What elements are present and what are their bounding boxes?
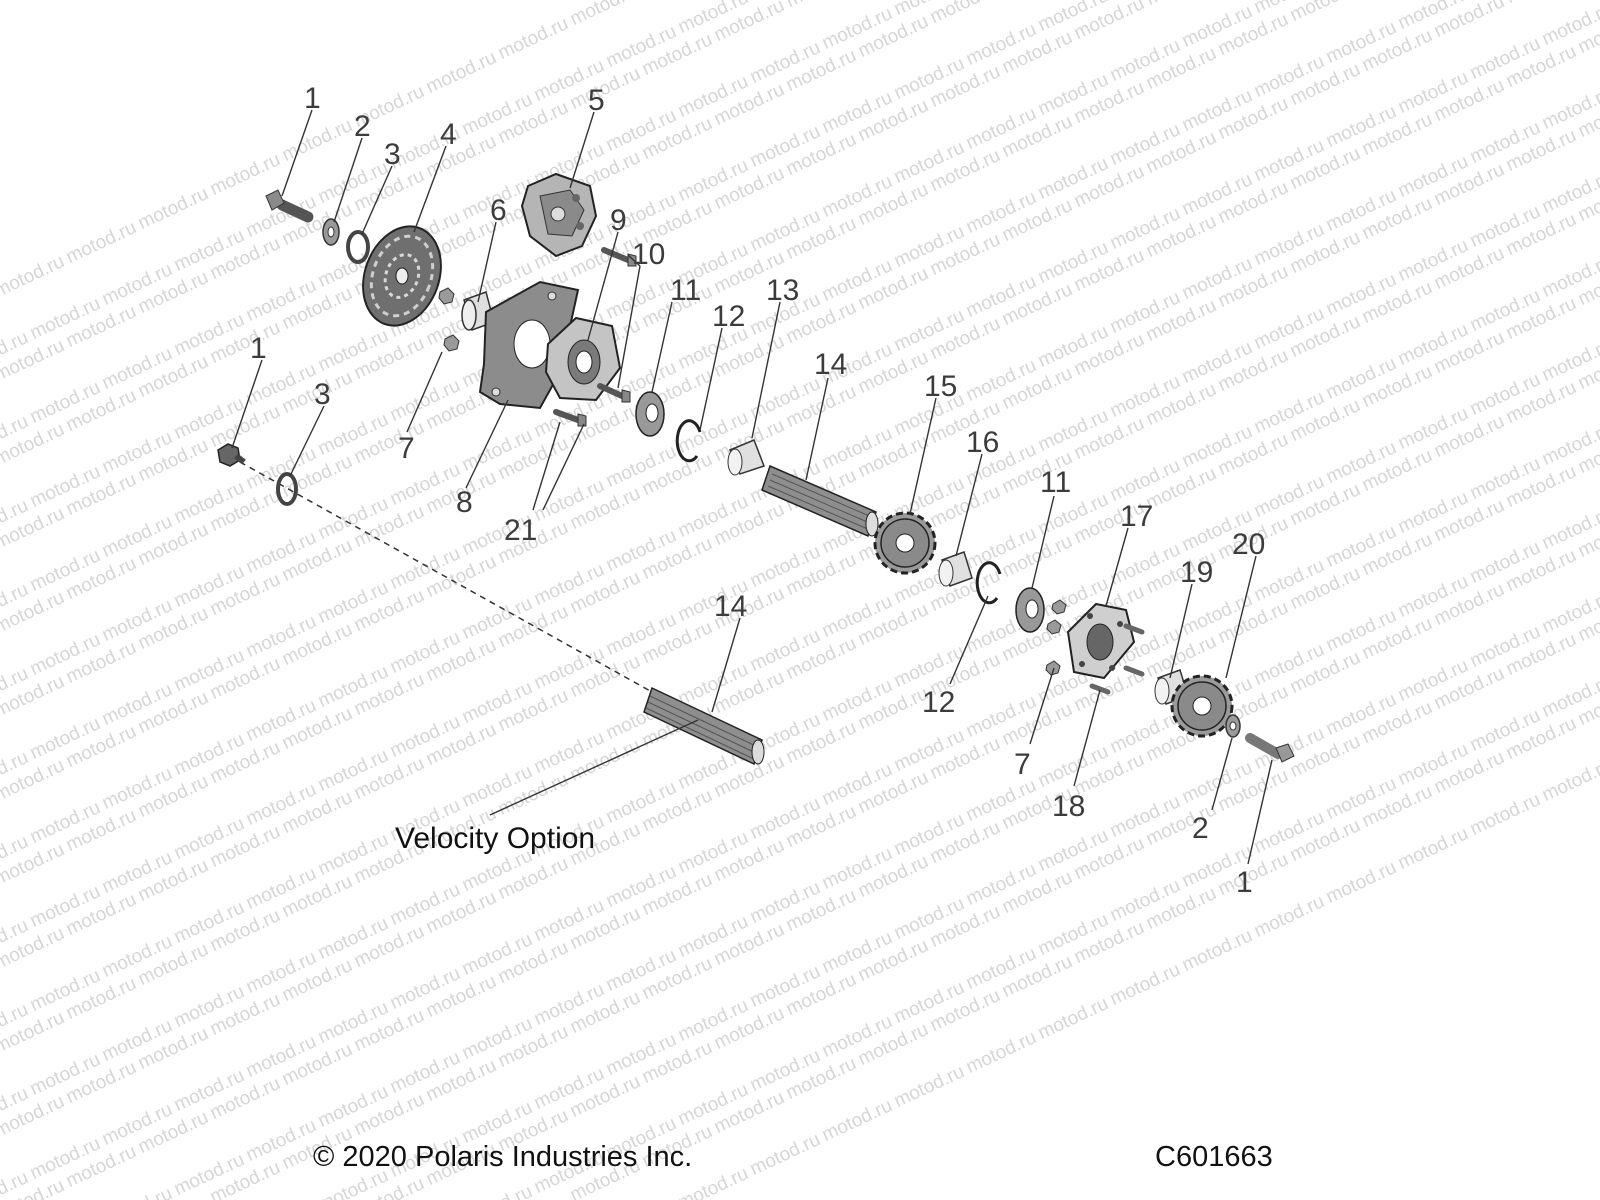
sprocket-icon bbox=[1170, 674, 1234, 738]
callout-11: 11 bbox=[1040, 466, 1071, 499]
callout-14: 14 bbox=[814, 348, 847, 381]
snap-ring-icon bbox=[975, 561, 1002, 605]
snap-ring-icon bbox=[675, 419, 702, 463]
callout-14: 14 bbox=[714, 590, 747, 623]
nut-icon bbox=[1046, 619, 1062, 635]
bearing-icon bbox=[635, 391, 665, 437]
callout-2: 2 bbox=[1192, 812, 1209, 845]
callout-5: 5 bbox=[588, 84, 605, 117]
callout-labels: 1 2 3 4 5 6 9 10 11 12 13 14 1 3 7 8 21 … bbox=[250, 82, 1265, 899]
seal-ring-icon bbox=[276, 472, 298, 506]
bolt-icon bbox=[217, 443, 246, 467]
callout-20: 20 bbox=[1232, 528, 1265, 561]
callout-18: 18 bbox=[1052, 790, 1085, 823]
callout-8: 8 bbox=[456, 486, 473, 519]
bearing-housing-icon bbox=[544, 316, 622, 402]
figure-code: C601663 bbox=[1155, 1141, 1273, 1173]
brake-disc-icon bbox=[362, 225, 442, 327]
bolt-icon bbox=[553, 409, 587, 427]
nut-icon bbox=[1045, 660, 1061, 676]
callout-15: 15 bbox=[924, 370, 957, 403]
nut-icon bbox=[438, 287, 455, 305]
callout-17: 17 bbox=[1120, 500, 1153, 533]
leader-lines bbox=[231, 109, 1273, 865]
seal-ring-icon bbox=[346, 230, 370, 264]
callout-2: 2 bbox=[354, 110, 371, 143]
callout-7: 7 bbox=[398, 432, 415, 465]
callout-10: 10 bbox=[632, 238, 665, 271]
bolt-icon bbox=[1123, 665, 1145, 677]
nut-icon bbox=[443, 334, 460, 352]
callout-3: 3 bbox=[314, 378, 331, 411]
callout-1: 1 bbox=[304, 82, 321, 115]
bolt-icon bbox=[265, 189, 314, 223]
splined-shaft-icon bbox=[761, 464, 879, 538]
splined-shaft-icon bbox=[643, 686, 765, 766]
velocity-option-label: Velocity Option bbox=[395, 822, 596, 855]
alignment-dashed-line bbox=[239, 461, 653, 693]
callout-19: 19 bbox=[1180, 556, 1213, 589]
nut-icon bbox=[1051, 599, 1067, 615]
callout-4: 4 bbox=[440, 118, 457, 151]
copyright-text: © 2020 Polaris Industries Inc. bbox=[313, 1141, 693, 1173]
callout-12: 12 bbox=[712, 300, 745, 333]
washer-icon bbox=[1225, 714, 1241, 738]
callout-6: 6 bbox=[490, 194, 507, 227]
callout-21: 21 bbox=[504, 514, 537, 547]
caliper-icon bbox=[520, 172, 598, 258]
callout-12: 12 bbox=[922, 686, 955, 719]
callout-1: 1 bbox=[1236, 866, 1253, 899]
bolt-icon bbox=[1245, 733, 1295, 763]
bushing-icon bbox=[938, 551, 973, 587]
callout-7: 7 bbox=[1014, 748, 1031, 781]
callout-16: 16 bbox=[966, 426, 999, 459]
callout-9: 9 bbox=[610, 204, 627, 237]
callout-13: 13 bbox=[766, 274, 799, 307]
bolt-icon bbox=[1123, 623, 1145, 635]
callout-3: 3 bbox=[384, 138, 401, 171]
bolt-icon bbox=[597, 383, 631, 403]
sprocket-icon bbox=[873, 511, 937, 575]
bearing-icon bbox=[1015, 587, 1045, 633]
bushing-icon bbox=[727, 439, 765, 476]
callout-11: 11 bbox=[670, 274, 701, 307]
callout-1: 1 bbox=[250, 332, 267, 365]
washer-icon bbox=[322, 218, 340, 246]
coupler-flange-icon bbox=[1066, 602, 1136, 680]
bolt-icon bbox=[1089, 683, 1111, 695]
